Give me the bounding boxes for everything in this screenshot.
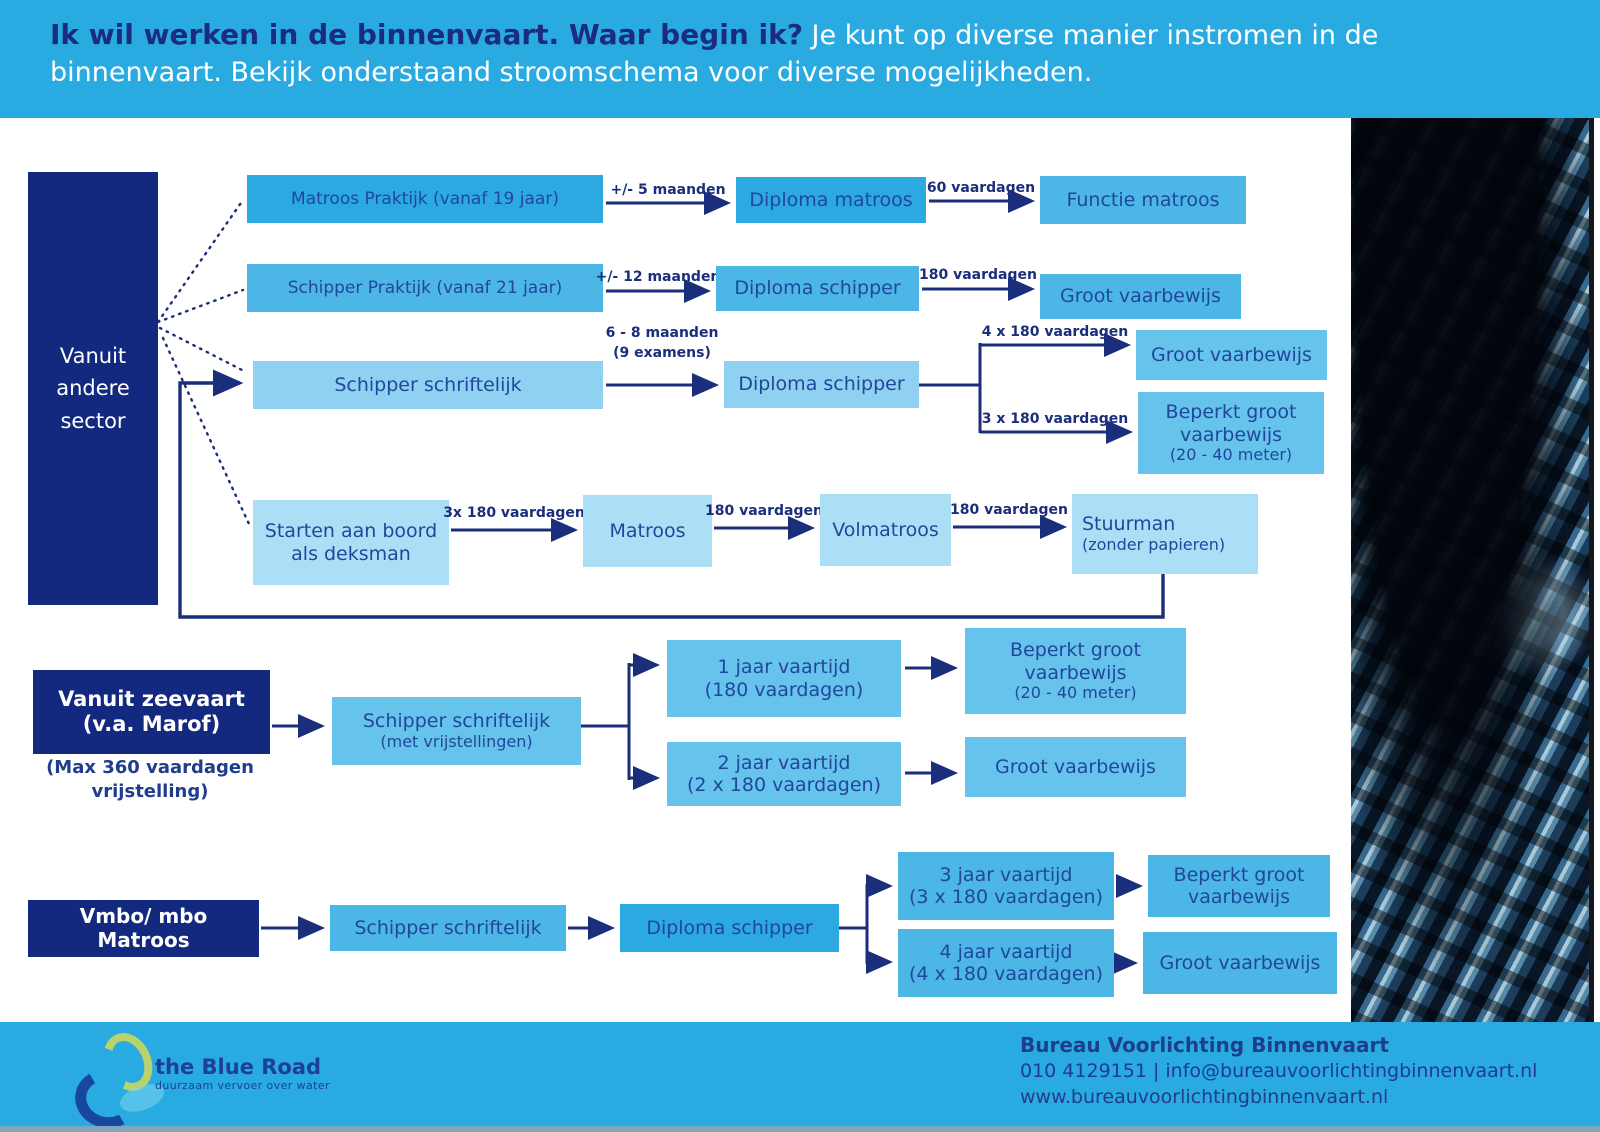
node-label: Groot vaarbewijs [1159, 951, 1321, 974]
node-label-line2: (4 x 180 vaardagen) [908, 963, 1104, 985]
footer-contact-block: Bureau Voorlichting Binnenvaart 010 4129… [1020, 1032, 1537, 1110]
node-matroos: Matroos [583, 495, 712, 567]
edge-label-3x180-vaardagen-r4: 3x 180 vaardagen [443, 505, 585, 521]
node-groot-vaarbewijs-r2: Groot vaarbewijs [1040, 274, 1241, 319]
node-label: Beperkt groot vaarbewijs [1010, 639, 1141, 684]
edge-label-180-vaardagen-r4b: 180 vaardagen [950, 502, 1068, 518]
node-label: Diploma matroos [749, 188, 913, 211]
org-name: Bureau Voorlichting Binnenvaart [1020, 1033, 1389, 1057]
footer-bottom-strip [0, 1126, 1600, 1132]
rope-photo [1351, 118, 1594, 1022]
node-label: Schipper schriftelijk [362, 710, 551, 733]
node-label: Volmatroos [832, 518, 939, 541]
node-label: Starten aan boord als deksman [264, 520, 438, 565]
node-diploma-schipper-vmbo: Diploma schipper [620, 904, 839, 952]
node-sublabel: (met vrijstellingen) [380, 731, 533, 751]
node-label: Vanuit andere sector [56, 343, 130, 433]
edge-label-60-vaardagen: 60 vaardagen [926, 180, 1036, 196]
node-groot-vaarbewijs-r3: Groot vaarbewijs [1136, 330, 1327, 380]
node-diploma-schipper-r3: Diploma schipper [724, 361, 919, 408]
node-2-jaar-vaartijd: 2 jaar vaartijd (2 x 180 vaardagen) [667, 742, 901, 806]
node-vanuit-andere-sector: Vanuit andere sector [28, 172, 158, 605]
note-max-360-vaardagen: (Max 360 vaardagen vrijstelling) [46, 757, 254, 802]
edge-label-6-8-maanden: 6 - 8 maanden [605, 325, 719, 341]
node-label: Vanuit zeevaart [58, 687, 245, 712]
node-label: Schipper Praktijk (vanaf 21 jaar) [287, 277, 563, 298]
node-label: Functie matroos [1066, 188, 1220, 211]
node-schipper-praktijk: Schipper Praktijk (vanaf 21 jaar) [247, 264, 603, 312]
header-band: Ik wil werken in de binnenvaart. Waar be… [0, 0, 1600, 118]
edge-label-9-examens: (9 examens) [613, 345, 711, 361]
node-diploma-schipper-r2: Diploma schipper [716, 266, 919, 311]
page-title-subtitle: Je kunt op diverse manier instromen in d… [50, 20, 1379, 88]
node-1-jaar-vaartijd: 1 jaar vaartijd (180 vaardagen) [667, 640, 901, 717]
node-schipper-schriftelijk-zeevaart: Schipper schriftelijk (met vrijstellinge… [332, 697, 581, 765]
node-label: Groot vaarbewijs [1151, 343, 1312, 366]
node-label-line2: (2 x 180 vaardagen) [686, 774, 882, 796]
node-beperkt-groot-vaarbewijs-r3: Beperkt groot vaarbewijs (20 - 40 meter) [1138, 392, 1324, 474]
node-sublabel: (zonder papieren) [1082, 534, 1226, 554]
node-3-jaar-vaartijd: 3 jaar vaartijd (3 x 180 vaardagen) [898, 852, 1114, 920]
edge-label-5-maanden: +/- 5 maanden [610, 182, 726, 198]
page-title: Ik wil werken in de binnenvaart. Waar be… [0, 0, 1390, 91]
node-4-jaar-vaartijd: 4 jaar vaartijd (4 x 180 vaardagen) [898, 929, 1114, 997]
node-label: Diploma schipper [646, 916, 813, 939]
node-label: Diploma schipper [734, 277, 901, 300]
edge-label-180-vaardagen-r2: 180 vaardagen [919, 267, 1037, 283]
node-label: 1 jaar vaartijd [717, 656, 851, 679]
node-schipper-schriftelijk-r3: Schipper schriftelijk [253, 361, 603, 409]
website-line: www.bureauvoorlichtingbinnenvaart.nl [1020, 1086, 1389, 1108]
node-functie-matroos: Functie matroos [1040, 176, 1246, 224]
node-starten-aan-boord: Starten aan boord als deksman [253, 500, 449, 585]
node-label: Stuurman [1082, 513, 1176, 536]
node-label-line2: (180 vaardagen) [704, 678, 864, 701]
node-sublabel: (20 - 40 meter) [1169, 444, 1293, 464]
node-label: Diploma schipper [738, 373, 905, 396]
node-label: Schipper schriftelijk [354, 916, 542, 939]
phone-email-line: 010 4129151 | info@bureauvoorlichtingbin… [1020, 1060, 1538, 1082]
blue-road-logo-text: the Blue Road duurzaam vervoer over wate… [155, 1055, 330, 1093]
edge-label-12-maanden: +/- 12 maanden [595, 269, 721, 285]
node-label: 2 jaar vaartijd [717, 751, 851, 774]
node-label: 4 jaar vaartijd [939, 940, 1073, 963]
node-label: Groot vaarbewijs [1060, 285, 1221, 308]
edge-label-3x180-vaardagen: 3 x 180 vaardagen [981, 411, 1129, 427]
node-groot-vaarbewijs-vmbo: Groot vaarbewijs [1143, 932, 1337, 994]
node-label: Schipper schriftelijk [334, 373, 522, 396]
edge-label-180-vaardagen-r4a: 180 vaardagen [705, 503, 823, 519]
edge-label-4x180-vaardagen: 4 x 180 vaardagen [981, 324, 1129, 340]
logo-tagline: duurzaam vervoer over water [155, 1079, 330, 1092]
node-label: Beperkt groot vaarbewijs [1165, 401, 1297, 446]
node-beperkt-groot-vaarbewijs-zeevaart: Beperkt groot vaarbewijs (20 - 40 meter) [965, 628, 1186, 714]
node-label: Matroos Praktijk (vanaf 19 jaar) [291, 188, 559, 209]
node-label: 3 jaar vaartijd [939, 863, 1073, 886]
node-schipper-schriftelijk-vmbo: Schipper schriftelijk [330, 905, 566, 951]
page-title-question: Ik wil werken in de binnenvaart. Waar be… [50, 18, 803, 51]
node-label: Beperkt groot vaarbewijs [1173, 863, 1305, 908]
footer-band [0, 1022, 1600, 1126]
node-label-line2: (v.a. Marof) [82, 712, 221, 736]
node-label: Matroos [609, 519, 686, 542]
node-diploma-matroos: Diploma matroos [736, 177, 926, 223]
node-matroos-praktijk: Matroos Praktijk (vanaf 19 jaar) [247, 175, 603, 223]
node-volmatroos: Volmatroos [820, 494, 951, 566]
node-label: Groot vaarbewijs [995, 755, 1156, 778]
node-stuurman: Stuurman (zonder papieren) [1072, 494, 1258, 574]
node-vanuit-zeevaart: Vanuit zeevaart (v.a. Marof) [33, 670, 270, 754]
node-groot-vaarbewijs-zeevaart: Groot vaarbewijs [965, 737, 1186, 797]
node-label-line2: (3 x 180 vaardagen) [908, 886, 1104, 908]
node-label: Vmbo/ mbo Matroos [79, 903, 208, 952]
node-beperkt-groot-vaarbewijs-vmbo: Beperkt groot vaarbewijs [1148, 855, 1330, 917]
node-vmbo-mbo-matroos: Vmbo/ mbo Matroos [28, 900, 259, 957]
logo-title: the Blue Road [155, 1055, 322, 1079]
node-sublabel: (20 - 40 meter) [1014, 682, 1137, 702]
